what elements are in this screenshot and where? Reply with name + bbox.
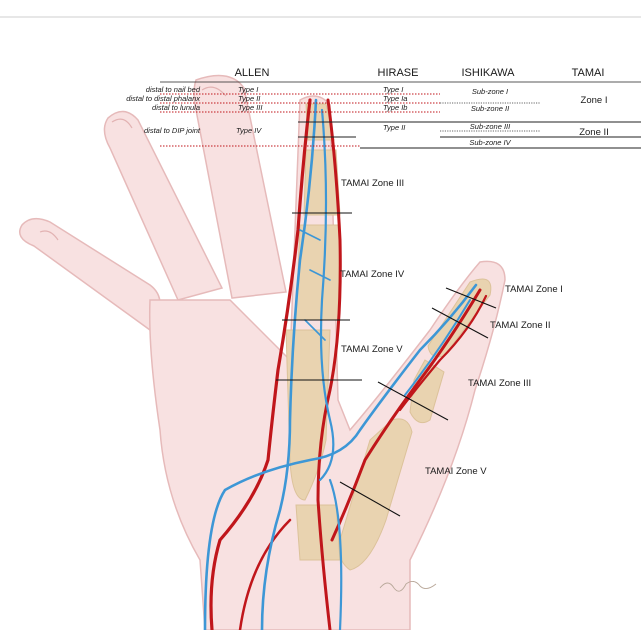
ishikawa-subzone-3: Sub-zone III bbox=[470, 122, 510, 131]
finger-zone-iii-label: TAMAI Zone III bbox=[341, 178, 404, 189]
ishikawa-subzone-1: Sub-zone I bbox=[472, 87, 508, 96]
allen-level-3: distal to lunula bbox=[152, 103, 200, 112]
allen-type-3: Type III bbox=[238, 103, 262, 112]
allen-type-1: Type I bbox=[238, 85, 258, 94]
allen-type-4: Type IV bbox=[236, 126, 262, 135]
ishikawa-header: ISHIKAWA bbox=[462, 67, 516, 79]
thumb-zone-iii-label: TAMAI Zone III bbox=[468, 378, 531, 389]
tamai-zone-ii: Zone II bbox=[579, 127, 609, 138]
hirase-type-ii: Type II bbox=[383, 123, 405, 132]
thumb-zone-i-label: TAMAI Zone I bbox=[505, 284, 563, 295]
tamai-header: TAMAI bbox=[572, 67, 605, 79]
ishikawa-subzone-4: Sub-zone IV bbox=[469, 138, 511, 147]
ishikawa-subzone-2: Sub-zone II bbox=[471, 104, 509, 113]
hirase-type-ib: Type Ib bbox=[383, 103, 407, 112]
allen-level-4: distal to DIP joint bbox=[144, 126, 201, 135]
thumb-zone-v-label: TAMAI Zone V bbox=[425, 466, 487, 477]
allen-header: ALLEN bbox=[235, 67, 270, 79]
hirase-header: HIRASE bbox=[378, 67, 419, 79]
finger-zone-iv-label: TAMAI Zone IV bbox=[340, 269, 405, 280]
little-finger bbox=[20, 219, 160, 330]
allen-type-2: Type II bbox=[238, 94, 260, 103]
hirase-type-ia: Type Ia bbox=[383, 94, 407, 103]
thumb-zone-ii-label: TAMAI Zone II bbox=[490, 320, 551, 331]
finger-zone-v-label: TAMAI Zone V bbox=[341, 344, 403, 355]
tamai-zone-i: Zone I bbox=[581, 95, 608, 106]
allen-level-2: distal to distal phalanx bbox=[126, 94, 200, 103]
allen-level-1: distal to nail bed bbox=[146, 85, 201, 94]
hirase-type-1: Type I bbox=[383, 85, 403, 94]
